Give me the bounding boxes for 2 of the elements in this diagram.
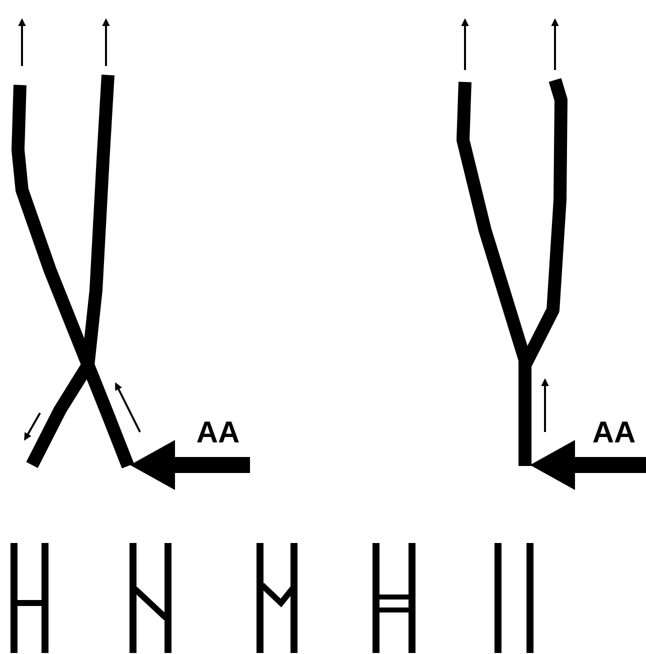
label: AA <box>197 422 239 442</box>
label: AA <box>593 422 635 442</box>
